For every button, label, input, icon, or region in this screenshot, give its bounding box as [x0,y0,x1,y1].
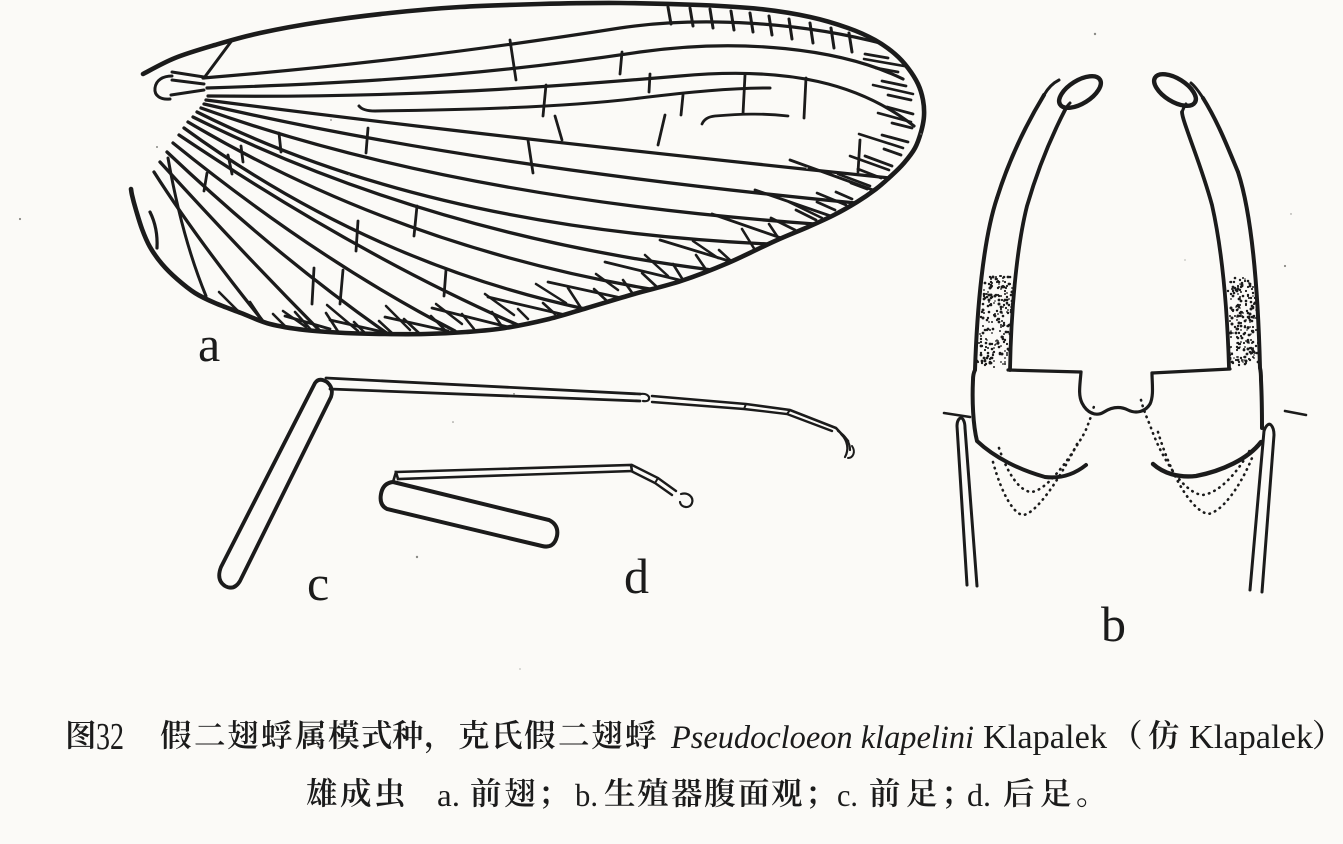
svg-text:Pseudocloeon klapelini: Pseudocloeon klapelini [670,720,974,756]
svg-text:d.: d. [967,777,991,813]
svg-text:c.: c. [837,777,858,813]
svg-text:c: c [307,555,329,611]
svg-text:d: d [624,548,649,604]
svg-text:Klapalek: Klapalek [1189,719,1313,756]
svg-text:a: a [198,316,220,372]
svg-text:Klapalek: Klapalek [983,719,1107,756]
svg-text:b: b [1101,596,1126,652]
svg-text:a.: a. [437,777,460,813]
svg-text:32: 32 [96,716,124,758]
svg-text:b.: b. [575,777,598,813]
